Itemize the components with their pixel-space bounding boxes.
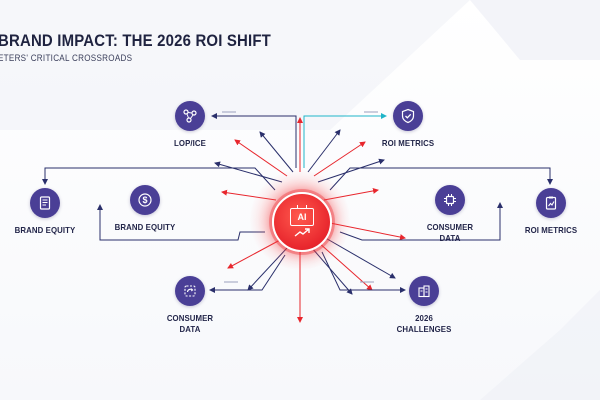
node-brand-equity-inner: $ BRAND EQUITY <box>90 185 200 233</box>
node-label: LOP/ICE <box>174 138 206 148</box>
node-brand-equity-left: BRAND EQUITY <box>0 188 100 236</box>
dollar-coin-icon: $ <box>130 185 160 215</box>
ai-hub: AI <box>250 170 350 270</box>
node-roi-metrics-top: ROI METRICS <box>353 101 463 149</box>
route-line <box>209 254 286 293</box>
page-subtitle: ETERS' CRITICAL CROSSROADS <box>0 53 133 63</box>
route-line <box>303 113 387 168</box>
spoke-line <box>307 129 341 173</box>
node-label: ROI METRICS <box>381 138 435 148</box>
route-line <box>329 167 553 191</box>
trend-up-icon <box>294 227 310 237</box>
hub-core: AI <box>272 192 332 252</box>
route-line <box>339 202 503 241</box>
spoke-line <box>259 131 294 173</box>
node-label: BRAND EQUITY <box>14 225 76 235</box>
clipboard-chart-icon <box>536 188 566 218</box>
spoke-line <box>234 139 288 177</box>
microchip-icon <box>435 185 465 215</box>
node-label: 2026 CHALLENGES <box>396 313 452 334</box>
spoke-line <box>313 141 366 177</box>
document-list-icon <box>30 188 60 218</box>
node-label: CONSUMER DATA <box>426 222 474 243</box>
route-line <box>97 204 265 241</box>
route-line <box>321 251 406 293</box>
node-label: ROI METRICS <box>524 225 578 235</box>
node-roi-metrics-right: ROI METRICS <box>496 188 600 236</box>
shield-check-icon <box>393 101 423 131</box>
node-lopice: LOP/ICE <box>135 101 245 149</box>
route-line <box>211 113 297 168</box>
svg-text:$: $ <box>142 195 147 205</box>
data-sync-icon <box>175 276 205 306</box>
route-line <box>42 167 276 191</box>
node-consumer-data-right: CONSUMER DATA <box>395 185 505 244</box>
network-nodes-icon <box>175 101 205 131</box>
node-2026-challenges: 2026 CHALLENGES <box>369 276 479 335</box>
page-title: BRAND IMPACT: THE 2026 ROI SHIFT <box>0 31 272 50</box>
ai-chip-icon: AI <box>290 204 314 226</box>
node-consumer-data-bottom: CONSUMER DATA <box>135 276 245 335</box>
node-label: BRAND EQUITY <box>114 222 176 232</box>
building-chart-icon <box>409 276 439 306</box>
node-label: CONSUMER DATA <box>166 313 214 334</box>
